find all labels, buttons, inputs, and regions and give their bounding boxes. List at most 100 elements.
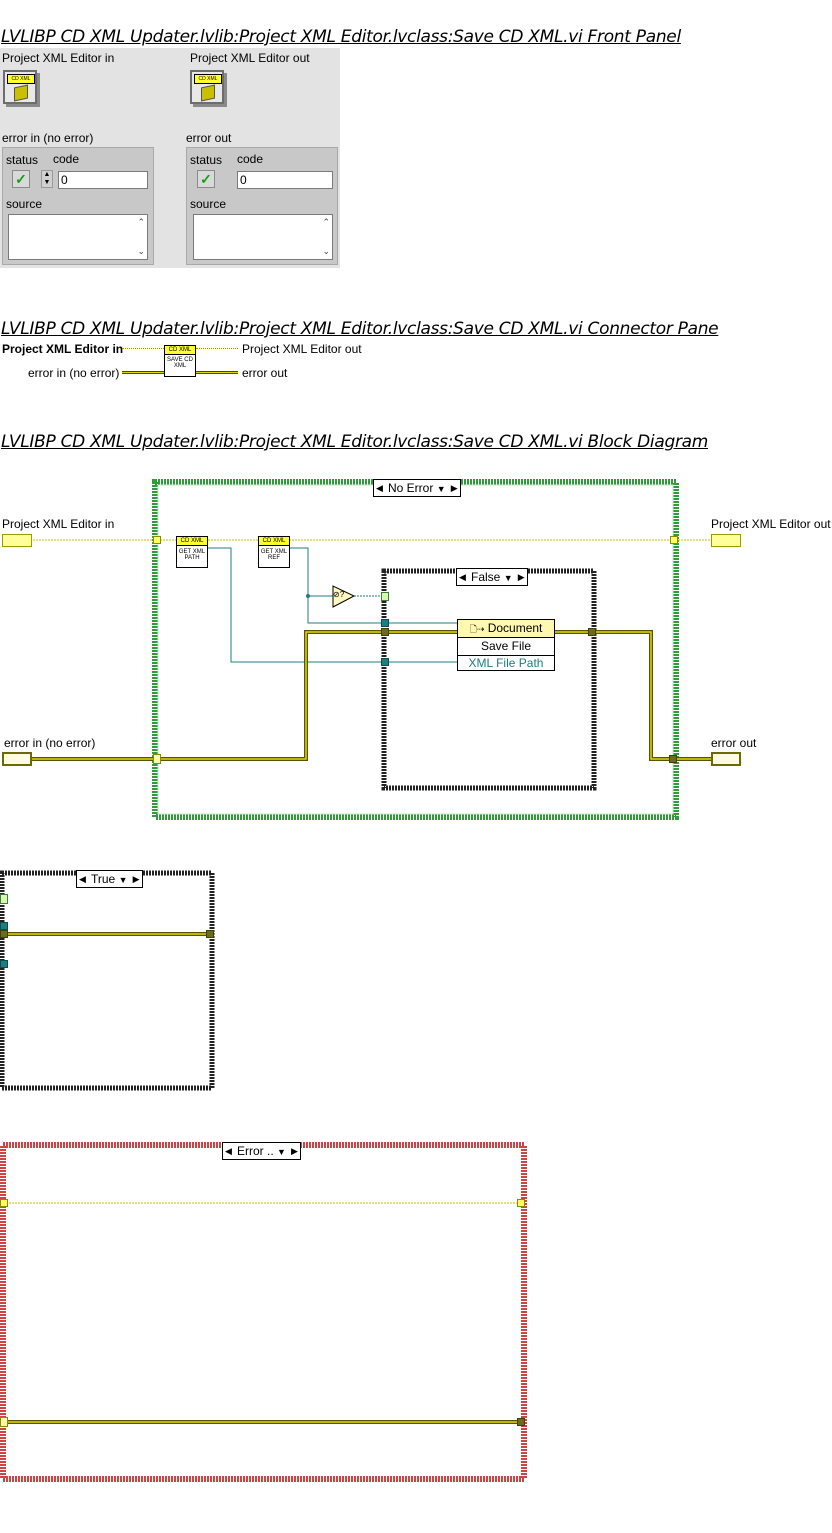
error-in-source-field[interactable]: ⌃ ⌄	[8, 214, 148, 260]
error-case-editor-in-tunnel[interactable]	[0, 1199, 8, 1207]
false-case-selector-terminal[interactable]	[381, 592, 389, 601]
true-case-selector-terminal[interactable]	[0, 894, 8, 904]
get-xml-path-subvi[interactable]: CD XML GET XML PATH	[176, 536, 208, 568]
error-wire-in	[32, 630, 458, 761]
conpane-error-in-label: error in (no error)	[28, 366, 120, 380]
dropdown-arrow-icon[interactable]: ▼	[277, 1147, 286, 1157]
next-case-icon[interactable]: ▶	[132, 874, 140, 884]
get-xml-ref-subvi[interactable]: CD XML GET XML REF	[258, 536, 290, 568]
next-case-icon[interactable]: ▶	[291, 1146, 298, 1156]
conpane-editor-out-label: Project XML Editor out	[242, 342, 362, 356]
wire-junction	[306, 594, 310, 598]
connector-pane-title: LVLIBP CD XML Updater.lvlib:Project XML …	[1, 319, 719, 339]
error-in-source-label: source	[6, 197, 43, 211]
invoke-node-method: Save File	[458, 638, 554, 656]
true-case-error-out-tunnel[interactable]	[206, 930, 214, 938]
prev-case-icon[interactable]: ◀	[376, 483, 383, 493]
next-case-icon[interactable]: ▶	[517, 572, 525, 582]
case-selector-label: No Error	[388, 481, 434, 495]
code-increment-decrement[interactable]: ▲▼	[41, 170, 53, 188]
error-out-source-label: source	[190, 197, 227, 211]
no-error-case-border	[152, 479, 679, 820]
error-case-selector[interactable]: ◀ Error .. ▼ ▶	[222, 1142, 301, 1160]
block-diagram-title: LVLIBP CD XML Updater.lvlib:Project XML …	[1, 432, 709, 452]
invoke-node-class-header: 🗋⇢ Document	[458, 620, 554, 638]
error-in-status-checkbox[interactable]: ✓	[12, 170, 30, 188]
editor-in-label: Project XML Editor in	[2, 51, 115, 65]
error-out-code-label: code	[237, 152, 264, 166]
error-in-status-label: status	[6, 153, 39, 167]
false-case-border	[381, 568, 597, 791]
subvi-header: CD XML	[259, 537, 289, 546]
case-selector-terminal[interactable]	[153, 754, 161, 764]
not-a-refnum-icon[interactable]: ⊘?	[333, 590, 345, 599]
bd-editor-out-label: Project XML Editor out	[711, 517, 831, 531]
conpane-editor-in-label: Project XML Editor in	[2, 342, 124, 356]
bd-error-out-label: error out	[711, 736, 757, 750]
not-a-refnum-primitive	[332, 585, 356, 608]
error-case-border	[0, 1142, 527, 1482]
editor-out-label: Project XML Editor out	[190, 51, 310, 65]
ref-tunnel[interactable]	[381, 619, 389, 627]
bd-editor-in-label: Project XML Editor in	[2, 517, 115, 531]
icon-header: CD XML	[165, 346, 195, 355]
scroll-up-icon[interactable]: ⌃	[322, 217, 330, 227]
editor-in-terminal[interactable]	[2, 534, 32, 547]
icon-body: SAVE CD XML	[167, 357, 193, 369]
true-case-path-tunnel[interactable]	[0, 960, 8, 968]
prev-case-icon[interactable]: ◀	[459, 572, 466, 582]
false-case-selector[interactable]: ◀ False ▼ ▶	[456, 568, 528, 586]
error-out-tunnel-inner[interactable]	[588, 628, 596, 636]
error-out-code-field: 0	[237, 171, 333, 189]
icon-header-text: CD XML	[7, 74, 35, 84]
xml-path-wire	[208, 547, 460, 663]
path-tunnel[interactable]	[381, 658, 389, 666]
true-case-border	[0, 870, 215, 1091]
case-selector-label: False	[471, 570, 501, 584]
next-case-icon[interactable]: ▶	[450, 483, 458, 493]
dropdown-arrow-icon[interactable]: ▼	[503, 573, 513, 583]
error-out-label: error out	[186, 131, 232, 145]
subvi-header: CD XML	[177, 537, 207, 546]
scroll-up-icon[interactable]: ⌃	[137, 217, 145, 227]
true-case-selector[interactable]: ◀ True ▼ ▶	[76, 870, 143, 888]
error-wire-out-center	[555, 631, 712, 760]
case-selector-label: True	[91, 872, 116, 886]
conpane-error-out-label: error out	[242, 366, 288, 380]
conpane-editor-out-wire	[196, 348, 238, 349]
true-case-error-tunnel[interactable]	[0, 930, 8, 938]
error-wire-in-center	[32, 631, 458, 760]
error-out-status-indicator: ✓	[197, 170, 215, 188]
xml-ref-wire-to-invoke	[307, 596, 458, 624]
editor-in-control[interactable]: CD XML	[3, 70, 37, 104]
editor-out-indicator: CD XML	[190, 70, 224, 104]
document-save-file-invoke-node[interactable]: 🗋⇢ Document Save File XML File Path	[457, 619, 555, 671]
icon-header-text: CD XML	[194, 74, 222, 84]
error-in-terminal[interactable]	[2, 752, 32, 766]
error-out-terminal[interactable]	[711, 752, 741, 766]
true-case-ref-tunnel[interactable]	[0, 922, 8, 930]
error-out-tunnel[interactable]	[669, 755, 677, 763]
error-in-tunnel-inner[interactable]	[381, 628, 389, 636]
error-case-selector-terminal[interactable]	[0, 1417, 8, 1427]
editor-in-tunnel[interactable]	[153, 536, 161, 544]
xml-ref-wire-to-test	[290, 547, 334, 597]
error-case-editor-out-tunnel[interactable]	[517, 1199, 525, 1207]
scroll-down-icon[interactable]: ⌄	[137, 246, 145, 256]
prev-case-icon[interactable]: ◀	[225, 1146, 232, 1156]
error-case-error-out-tunnel[interactable]	[517, 1418, 525, 1426]
bd-error-in-label: error in (no error)	[4, 736, 96, 750]
prev-case-icon[interactable]: ◀	[79, 874, 86, 884]
error-out-source-field: ⌃ ⌄	[193, 214, 333, 260]
error-wire-out	[555, 630, 712, 761]
error-in-code-field[interactable]: 0	[58, 171, 148, 189]
subvi-body: GET XML PATH	[178, 549, 206, 561]
scroll-down-icon[interactable]: ⌄	[322, 246, 330, 256]
no-error-case-selector[interactable]: ◀ No Error ▼ ▶	[373, 479, 461, 497]
editor-out-terminal[interactable]	[711, 534, 741, 547]
dropdown-arrow-icon[interactable]: ▼	[436, 484, 446, 494]
editor-out-tunnel[interactable]	[670, 536, 678, 544]
dropdown-arrow-icon[interactable]: ▼	[118, 875, 128, 885]
save-cd-xml-icon: CD XML SAVE CD XML	[164, 345, 196, 377]
